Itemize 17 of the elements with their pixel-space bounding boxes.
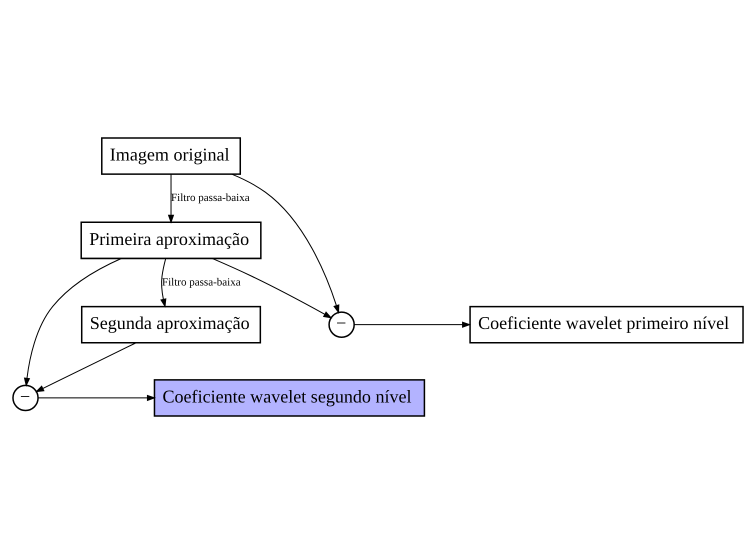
- arrow: [168, 174, 174, 224]
- node-box: Primeira aproximação: [80, 221, 262, 259]
- node-box: Imagem original: [101, 136, 242, 174]
- node-box: Coeficiente wavelet primeiro nível: [469, 305, 744, 343]
- arrow: [160, 258, 166, 308]
- node-box: Segunda aproximação: [80, 305, 262, 343]
- edge-label: Filtro passa-baixa: [162, 276, 241, 288]
- node-box: Coeficiente wavelet segundo nível: [154, 378, 426, 416]
- node-circle: −: [328, 310, 355, 338]
- edge-label: Filtro passa-baixa: [171, 192, 250, 204]
- arrow: [354, 321, 472, 328]
- node-circle: −: [12, 384, 39, 411]
- arrow: [212, 257, 332, 318]
- arrow: [24, 258, 122, 386]
- arrow: [38, 394, 156, 401]
- arrow: [35, 342, 136, 392]
- arrow: [232, 173, 340, 314]
